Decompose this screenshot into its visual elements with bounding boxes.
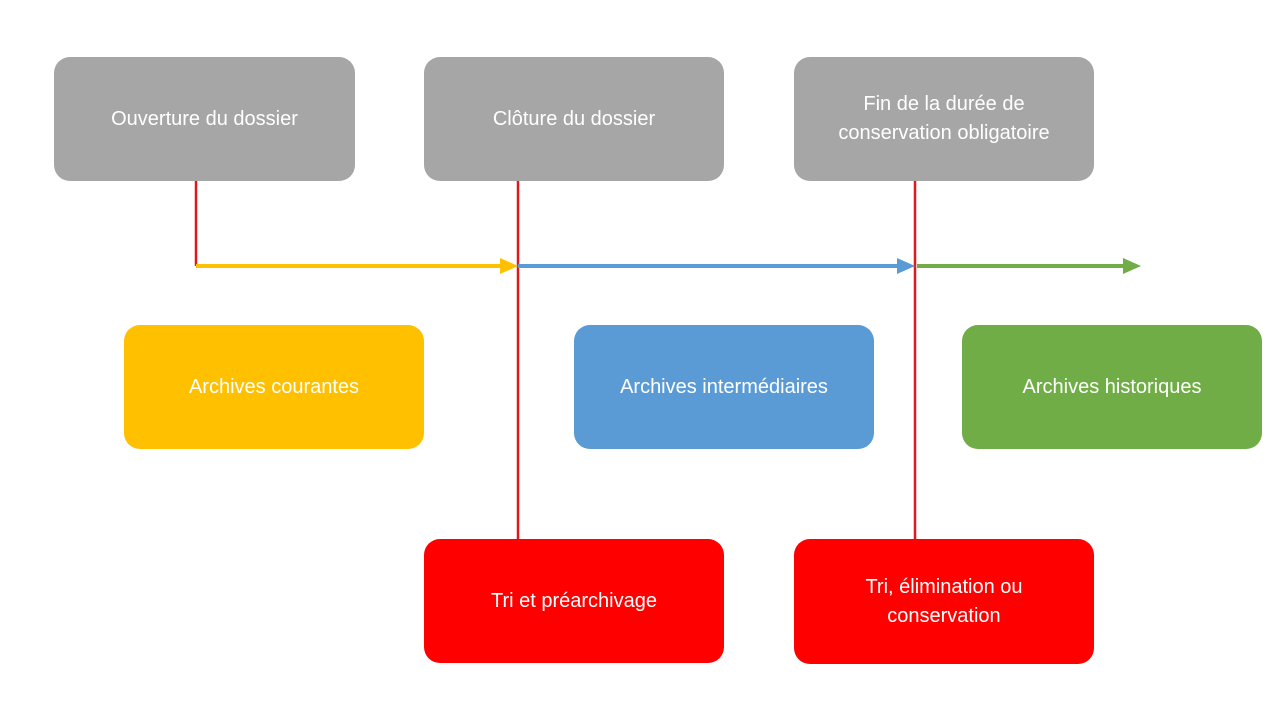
historical-phase-arrowhead [1123, 258, 1141, 274]
phase-historical-label: Archives historiques [1022, 375, 1202, 398]
milestone-end-retention-box: Fin de la durée de conservation obligato… [794, 57, 1094, 181]
milestone-opening-label: Ouverture du dossier [111, 107, 298, 130]
phase-current-label: Archives courantes [188, 375, 360, 398]
action-sort-prearchive-box: Tri et préarchivage [424, 539, 724, 663]
intermediate-phase-arrowhead [897, 258, 915, 274]
milestone-closing-label: Clôture du dossier [492, 107, 656, 130]
current-phase-arrowhead [500, 258, 518, 274]
action-sort-prearchive-label: Tri et préarchivage [491, 589, 657, 612]
action-sort-eliminate-box: Tri, élimination ou conservation [794, 539, 1094, 664]
milestone-opening-box: Ouverture du dossier [54, 57, 355, 181]
phase-intermediate-box: Archives intermédiaires [574, 325, 874, 449]
phase-intermediate-label: Archives intermédiaires [620, 375, 828, 398]
phase-historical-box: Archives historiques [962, 325, 1262, 449]
action-sort-eliminate-label: Tri, élimination ou conservation [865, 575, 1023, 627]
phase-current-box: Archives courantes [124, 325, 424, 449]
milestone-end-retention-label: Fin de la durée de conservation obligato… [838, 93, 1050, 144]
milestone-closing-box: Clôture du dossier [424, 57, 724, 181]
